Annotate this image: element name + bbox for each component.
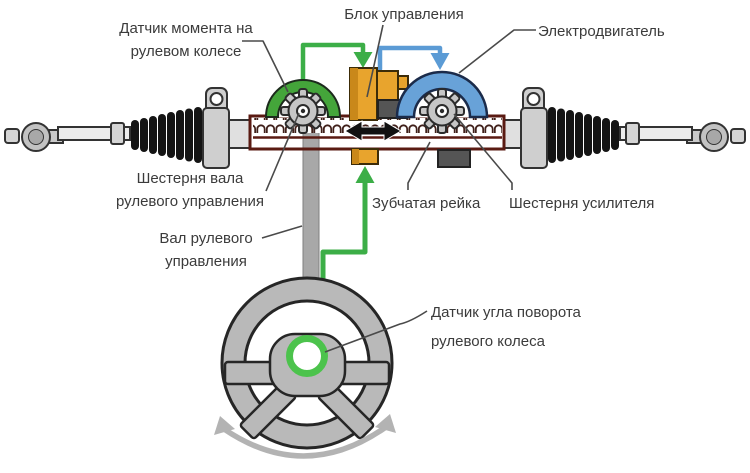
label-shaft-pinion: Шестерня вала рулевого управления <box>112 167 268 213</box>
leader-angle-sensor <box>324 310 428 353</box>
label-torque-sensor: Датчик момента на рулевом колесе <box>103 17 269 63</box>
wire-torque-sensor-to-ecu <box>300 42 366 88</box>
leader-assist-pinion <box>453 113 513 190</box>
label-torque-sensor-line1: Датчик момента на <box>119 20 253 37</box>
wire-green-top-arrowhead <box>353 52 373 68</box>
label-torque-sensor-line2: рулевом колесе <box>130 43 242 60</box>
wire-blue-arrowhead <box>430 53 450 70</box>
label-shaft-pinion-line2: рулевого управления <box>115 193 265 210</box>
wire-ecu-to-motor <box>377 45 443 72</box>
label-control-unit: Блок управления <box>340 3 468 26</box>
bellows-right <box>548 107 619 163</box>
label-angle-sensor-line2: рулевого колеса <box>431 333 545 350</box>
label-control-unit-text: Блок управления <box>344 6 464 23</box>
pinion-gear-steering-shaft <box>280 88 326 134</box>
angle-sensor-ring <box>286 335 328 377</box>
mount-bracket-right <box>498 87 548 169</box>
label-assist-pinion-text: Шестерня усилителя <box>509 195 655 212</box>
rack-travel-arrow <box>344 120 402 142</box>
steering-wheel <box>220 276 394 450</box>
mount-bracket-left <box>202 87 252 169</box>
label-angle-sensor-line1: Датчик угла поворота <box>431 304 581 321</box>
label-rack: Зубчатая рейка <box>372 192 480 215</box>
leader-torque-sensor <box>242 40 289 93</box>
pinion-gear-assist <box>419 88 465 134</box>
label-shaft-pinion-line1: Шестерня вала <box>136 170 244 187</box>
label-steering-shaft: Вал рулевого управления <box>128 227 284 273</box>
leader-electric-motor <box>458 29 536 74</box>
label-electric-motor-text: Электродвигатель <box>538 23 665 40</box>
wire-green-bottom-arrowhead <box>355 166 375 183</box>
motor-mount-block <box>437 149 471 168</box>
tie-rod-right <box>619 122 746 152</box>
tie-rod-left <box>4 122 131 152</box>
label-assist-pinion: Шестерня усилителя <box>509 192 654 215</box>
rotation-arrow <box>214 414 396 459</box>
leader-lines <box>242 24 536 353</box>
label-angle-sensor: Датчик угла поворота рулевого колеса <box>431 298 581 356</box>
leader-steering-shaft <box>261 225 303 239</box>
bellows-left <box>131 107 202 163</box>
leader-shaft-pinion <box>265 112 300 192</box>
leader-control-unit <box>366 24 384 98</box>
label-steering-shaft-line1: Вал рулевого <box>159 230 253 247</box>
label-steering-shaft-line2: управления <box>165 253 247 270</box>
label-electric-motor: Электродвигатель <box>538 20 665 43</box>
label-rack-text: Зубчатая рейка <box>372 195 481 212</box>
leader-rack <box>407 141 431 190</box>
